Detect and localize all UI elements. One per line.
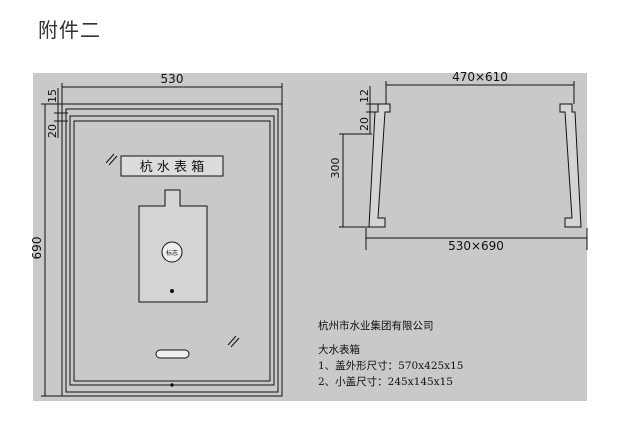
wall-profile-right (559, 103, 582, 228)
dim-frame-inner-label: 20 (46, 124, 59, 138)
notes-item-1: 1、盖外形尺寸：570x425x15 (318, 360, 464, 372)
dim-lip-label: 20 (358, 117, 371, 131)
dim-width-label: 530 (161, 72, 184, 86)
notes-company: 杭州市水业集团有限公司 (318, 320, 434, 332)
dim-height-label: 690 (30, 237, 44, 260)
dim-depth-label: 300 (329, 158, 342, 179)
handle-slot (155, 349, 190, 359)
side-view (339, 81, 588, 250)
diag-mark-br-2 (230, 337, 240, 348)
badge-text: 标志 (166, 249, 178, 257)
front-view (41, 83, 283, 397)
notes-title: 大水表箱 (318, 344, 360, 356)
dim-bottom-label: 530×690 (448, 239, 504, 253)
frame-2 (65, 108, 279, 393)
nameplate-text: 杭 水 表 箱 (140, 159, 204, 175)
notes-block: 杭州市水业集团有限公司 大水表箱 1、盖外形尺寸：570x425x15 2、小盖… (318, 318, 463, 390)
badge-circle (161, 241, 183, 263)
frame-outer (61, 103, 283, 397)
drawing-panel (33, 73, 587, 401)
lid-dot (170, 289, 174, 293)
bottom-dot (170, 383, 174, 387)
diag-mark-tl-1 (105, 153, 115, 164)
diag-mark-br-1 (227, 335, 237, 346)
dim-top-label: 470×610 (452, 70, 508, 84)
notes-item-2: 2、小盖尺寸：245x145x15 (318, 376, 453, 388)
dim-lip-top-label: 12 (358, 89, 371, 103)
frame-4 (73, 120, 271, 382)
page-heading: 附件二 (38, 18, 101, 42)
diag-mark-tl-2 (108, 155, 118, 166)
nameplate-box (120, 155, 224, 177)
wall-profile-left (368, 103, 391, 228)
dim-frame-top-label: 15 (46, 89, 59, 103)
